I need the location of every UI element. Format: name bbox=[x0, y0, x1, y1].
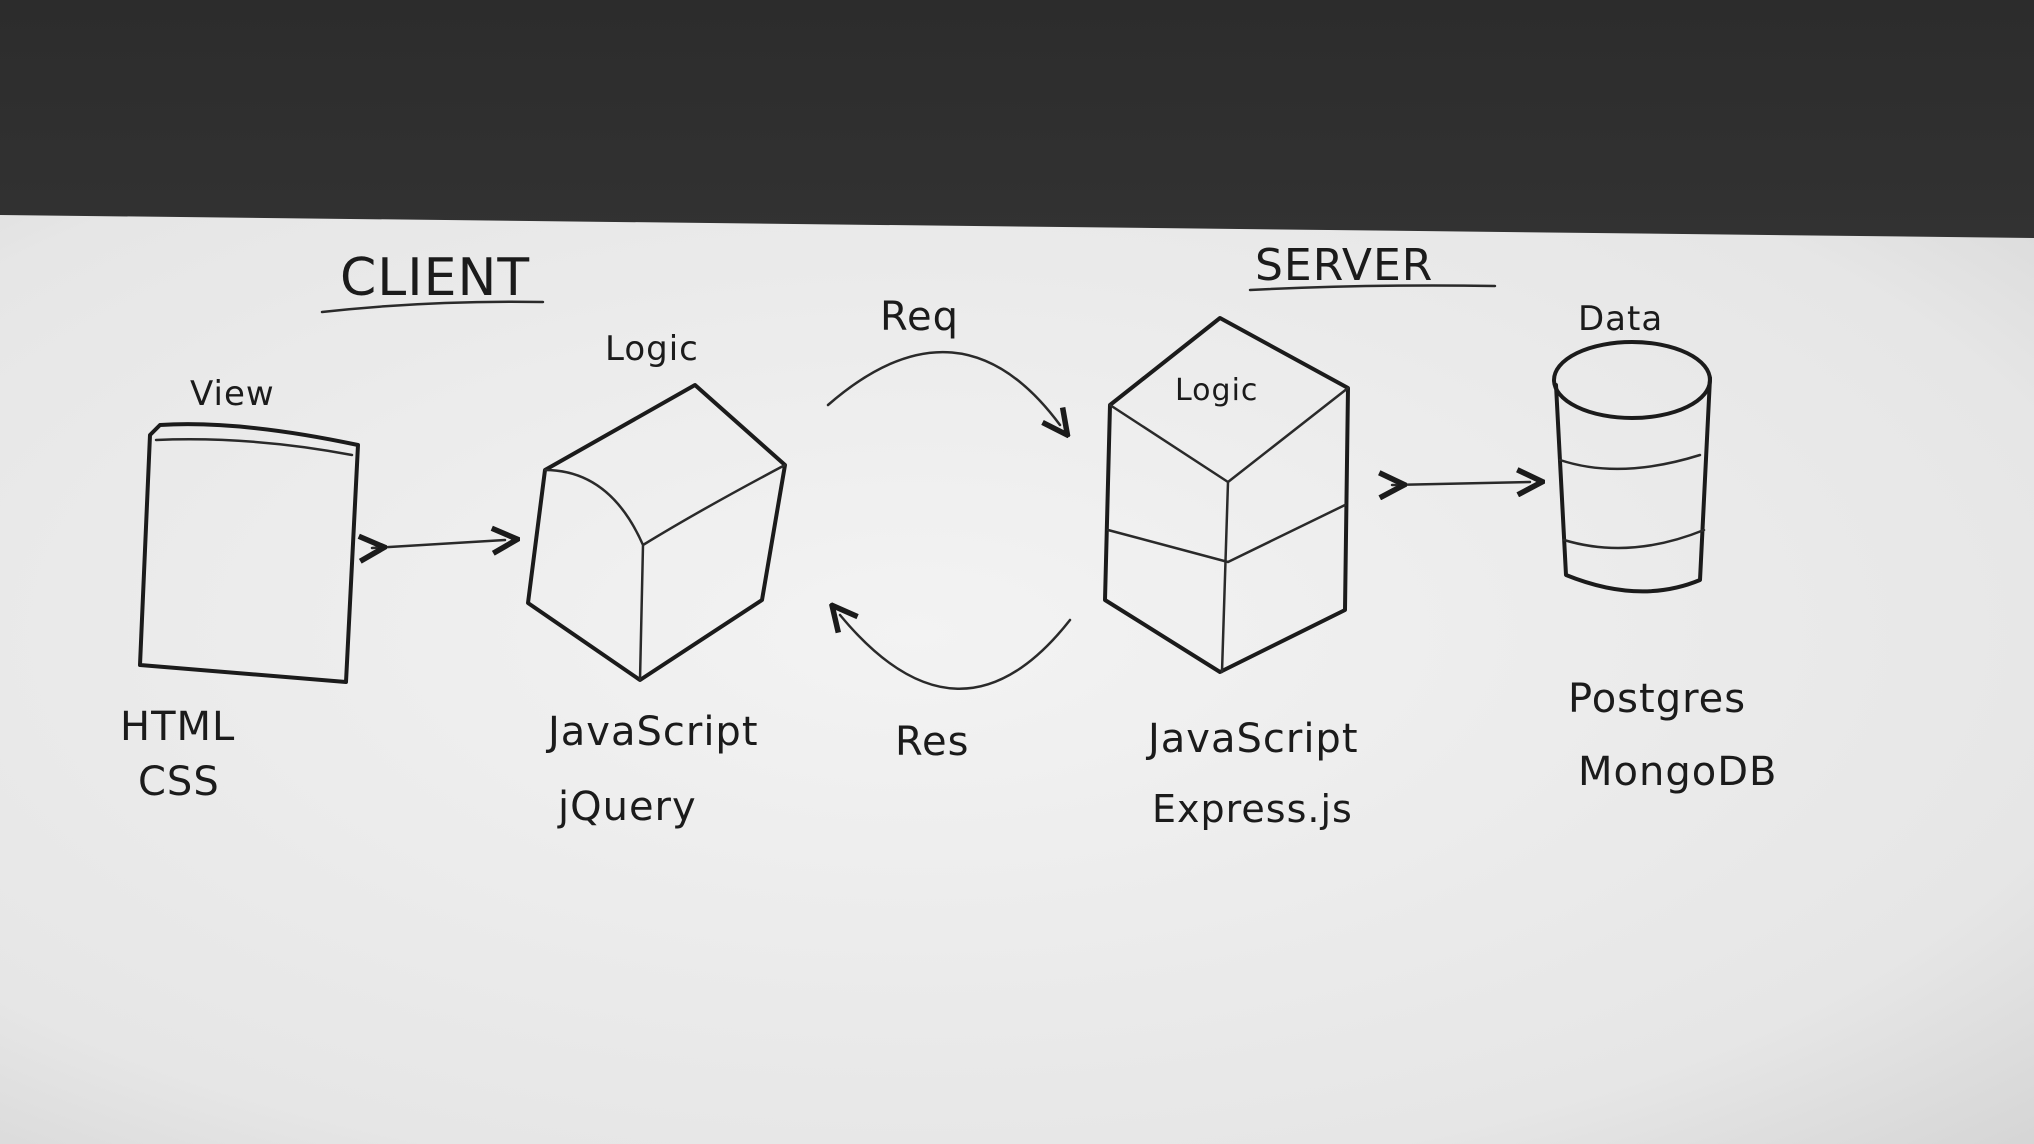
client-tech-javascript: JavaScript bbox=[545, 709, 759, 755]
server-box-edges bbox=[1106, 386, 1350, 674]
database-icon-bands bbox=[1558, 453, 1706, 550]
page-icon bbox=[138, 422, 360, 684]
request-label: Req bbox=[880, 294, 959, 340]
request-arrow bbox=[826, 350, 1060, 425]
data-tech-postgres: Postgres bbox=[1568, 676, 1746, 722]
view-label: View bbox=[190, 374, 275, 414]
server-heading: SERVER bbox=[1248, 240, 1497, 292]
data-tech-mongodb: MongoDB bbox=[1578, 749, 1777, 795]
whiteboard-surface bbox=[0, 215, 2034, 1144]
client-logic-component: Logic JavaScript jQuery bbox=[526, 329, 787, 830]
client-logic-label: Logic bbox=[605, 329, 699, 369]
client-heading: CLIENT bbox=[320, 248, 545, 314]
request-flow: Req bbox=[826, 294, 1060, 425]
data-label: Data bbox=[1578, 299, 1663, 339]
data-component: Data Postgres MongoDB bbox=[1552, 299, 1777, 795]
client-tech-jquery: jQuery bbox=[557, 784, 697, 830]
client-heading-text: CLIENT bbox=[340, 248, 530, 308]
server-tech-express: Express.js bbox=[1152, 787, 1353, 831]
server-heading-text: SERVER bbox=[1255, 240, 1433, 291]
view-logic-arrow bbox=[372, 540, 505, 548]
response-flow: Res bbox=[840, 615, 1072, 765]
server-logic-component: Logic JavaScript Express.js bbox=[1103, 316, 1359, 831]
client-heading-underline bbox=[320, 300, 545, 314]
client-cube-icon bbox=[526, 383, 787, 682]
server-box-icon bbox=[1103, 316, 1350, 674]
response-label: Res bbox=[895, 719, 969, 765]
view-tech-css: CSS bbox=[138, 759, 220, 805]
server-heading-underline bbox=[1248, 284, 1497, 292]
page-top-edge bbox=[154, 438, 354, 457]
server-tech-javascript: JavaScript bbox=[1145, 716, 1359, 762]
server-logic-label: Logic bbox=[1175, 373, 1258, 408]
logic-data-arrow bbox=[1392, 482, 1530, 485]
view-component: View HTML CSS bbox=[120, 374, 360, 805]
client-cube-edges bbox=[543, 463, 787, 682]
view-tech-html: HTML bbox=[120, 704, 235, 750]
response-arrow bbox=[840, 615, 1072, 690]
database-icon-body bbox=[1554, 376, 1712, 594]
